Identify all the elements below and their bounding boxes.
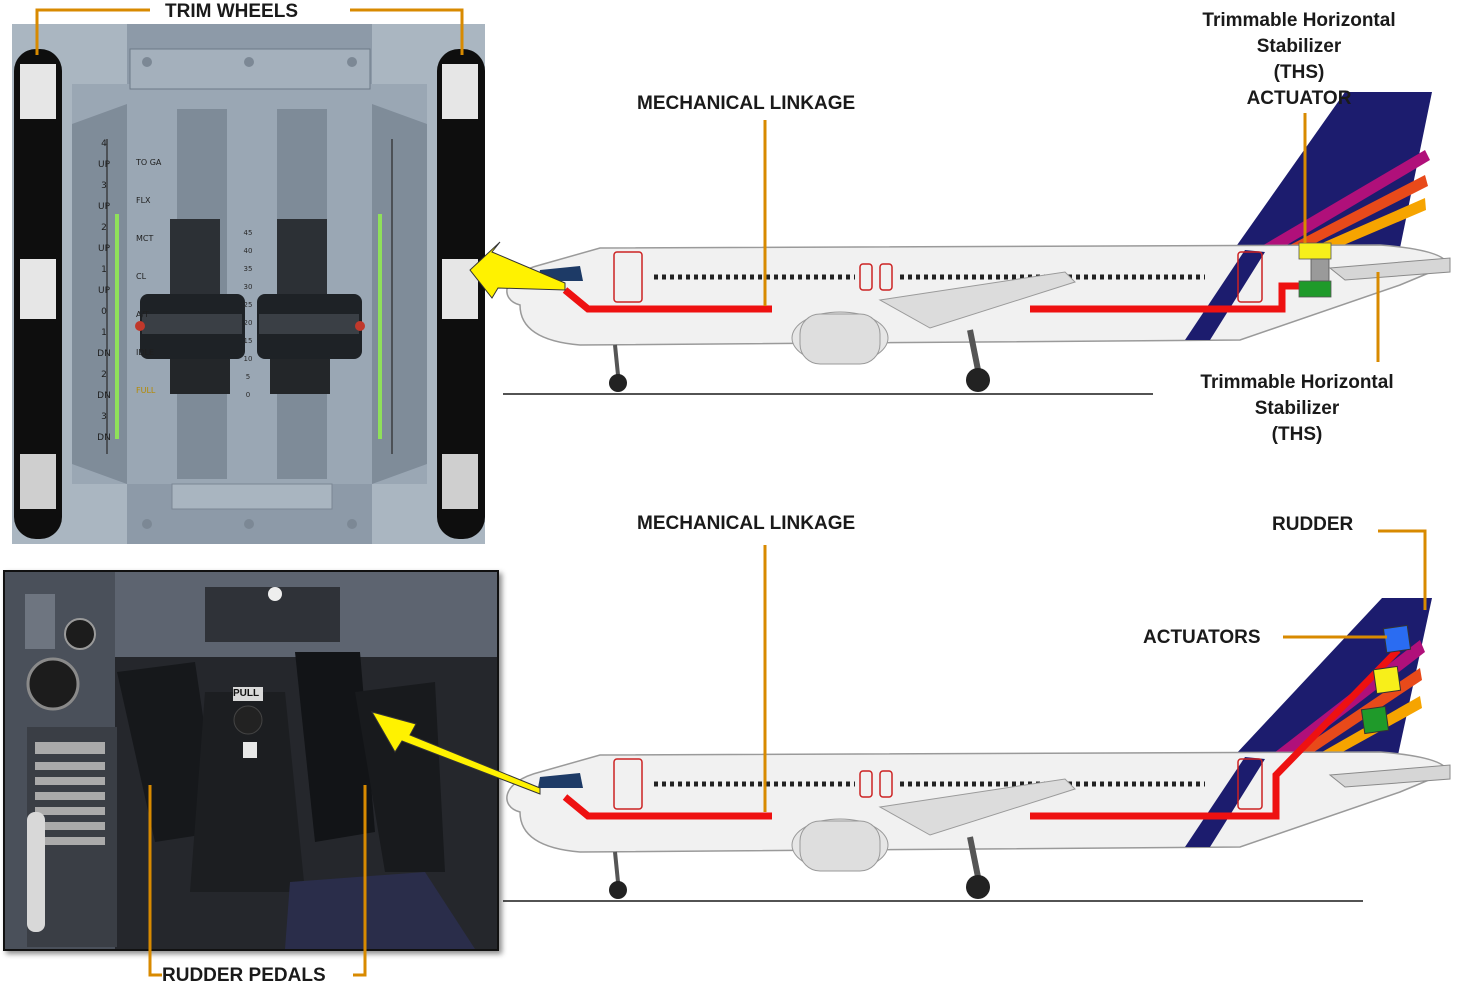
trim-scale-mark: UP: [97, 160, 110, 170]
ths-actuator-yellow: [1298, 242, 1332, 260]
trim-scale-mark: DN: [97, 349, 111, 359]
rudder-pedals-label: RUDDER PEDALS: [162, 965, 326, 986]
detent-mark: 35: [243, 265, 253, 273]
trim-scale-mark: DN: [97, 391, 111, 401]
aircraft-bottom: [503, 598, 1451, 902]
rudder-actuator-green: [1360, 705, 1390, 735]
detent-mark: 30: [243, 283, 253, 291]
trim-wheels-photo: 4 UP 3 UP 2 UP 1 UP 0 1 DN 2 DN 3 DN TO …: [12, 24, 485, 544]
trim-scale-mark: 2: [101, 223, 107, 233]
trim-scale-mark: 1: [101, 328, 107, 338]
ths-label: Trimmable Horizontal Stabilizer (THS): [1181, 370, 1413, 448]
ths-line: Stabilizer: [1254, 398, 1340, 419]
detent-mark: 0: [245, 391, 251, 399]
trim-scale-mark: UP: [97, 244, 110, 254]
ths-actuator-line: (THS): [1273, 62, 1325, 83]
ths-actuator-line: ACTUATOR: [1246, 88, 1352, 109]
ths-actuator-grey: [1310, 258, 1330, 282]
pull-placard: PULL: [233, 688, 260, 699]
rudder-pedals-photo: PULL: [3, 570, 499, 951]
detent-mark: 10: [243, 355, 253, 363]
trim-scale-mark: UP: [97, 286, 110, 296]
rudder-label: RUDDER: [1272, 514, 1354, 535]
rudder-actuator-blue: [1382, 624, 1412, 654]
detent-mark: 20: [243, 319, 253, 327]
ths-line: Trimmable Horizontal: [1200, 372, 1394, 393]
trim-wheels-label: TRIM WHEELS: [165, 1, 298, 22]
actuators-label: ACTUATORS: [1143, 627, 1261, 648]
trim-arrow: [469, 241, 566, 299]
trim-scale-mark: UP: [97, 202, 110, 212]
thrust-mark: A/T: [136, 310, 150, 319]
ths-actuator-green: [1298, 280, 1332, 298]
rudder-actuator-yellow: [1372, 665, 1402, 695]
thrust-detent-scale: 45 40 35 30 25 20 15 10 5 0: [238, 224, 258, 404]
thrust-mark: IDLE: [136, 348, 155, 357]
pedal-arrow: [370, 711, 541, 795]
trim-scale-mark: 3: [101, 412, 107, 422]
trim-scale-mark: 4: [101, 139, 107, 149]
trim-scale-left: 4 UP 3 UP 2 UP 1 UP 0 1 DN 2 DN 3 DN: [94, 134, 114, 449]
ths-actuator-label: Trimmable Horizontal Stabilizer (THS) AC…: [1183, 8, 1415, 112]
vertical-stabilizer: [1235, 92, 1432, 248]
detent-mark: 40: [243, 247, 253, 255]
trim-scale-mark: 0: [101, 307, 107, 317]
ths-actuator-line: Stabilizer: [1256, 36, 1342, 57]
horizontal-stabilizer: [1328, 764, 1451, 788]
thrust-mark: CL: [136, 272, 147, 281]
pitch-mechanical-linkage: [562, 287, 772, 313]
aircraft-top: [503, 92, 1451, 395]
thrust-mark: TO GA: [136, 158, 162, 167]
trim-scale-mark: 1: [101, 265, 107, 275]
trim-scale-mark: 3: [101, 181, 107, 191]
detent-mark: 25: [243, 301, 253, 309]
trim-scale-mark: 2: [101, 370, 107, 380]
yaw-mechanical-linkage: [562, 794, 772, 820]
detent-mark: 5: [245, 373, 251, 381]
detent-mark: 15: [243, 337, 253, 345]
ths-actuator-line: Trimmable Horizontal: [1202, 10, 1396, 31]
thrust-mark: FLX MCT: [136, 196, 154, 243]
mechanical-linkage-label-top: MECHANICAL LINKAGE: [637, 93, 856, 114]
thrust-marks-left: TO GA FLX MCT CL A/T IDLE FULL: [136, 144, 166, 410]
thrust-mark: FULL: [136, 386, 156, 395]
detent-mark: 45: [243, 229, 253, 237]
horizontal-stabilizer: [1328, 257, 1451, 281]
mechanical-linkage-label-bottom: MECHANICAL LINKAGE: [637, 513, 856, 534]
trim-scale-mark: DN: [97, 433, 111, 443]
ths-line: (THS): [1271, 424, 1323, 445]
